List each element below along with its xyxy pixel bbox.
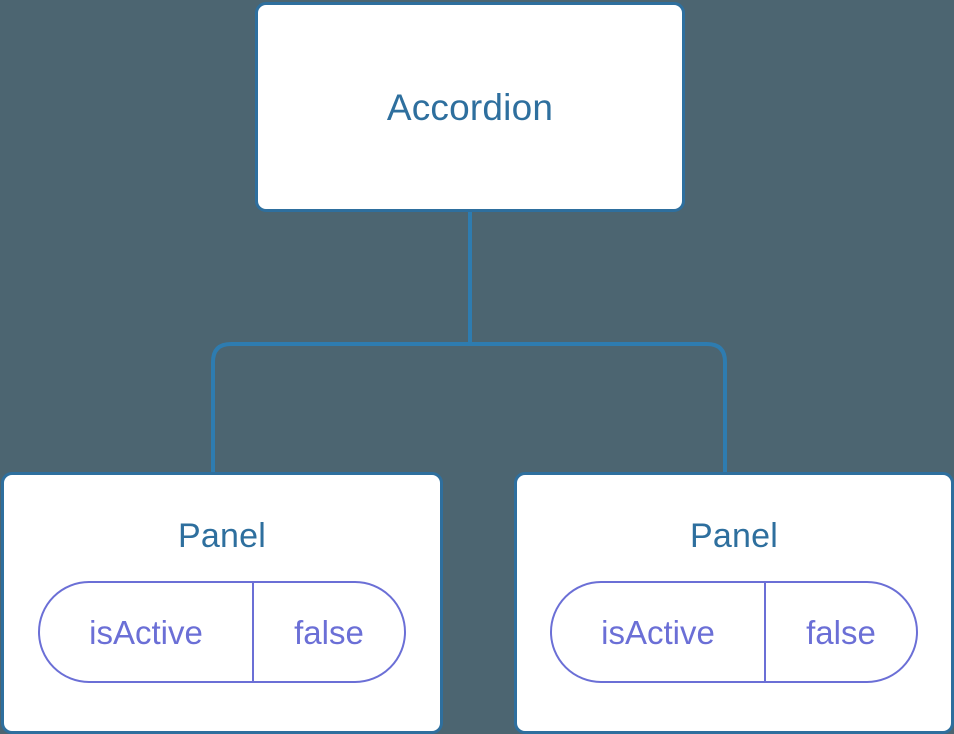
node-panel-right-label: Panel: [690, 517, 778, 555]
prop-key: isActive: [40, 583, 254, 681]
prop-value: false: [806, 613, 876, 651]
node-panel-left-prop-isactive[interactable]: isActive false: [38, 581, 406, 683]
prop-key: isActive: [552, 583, 766, 681]
node-panel-right-prop-isactive[interactable]: isActive false: [550, 581, 918, 683]
edge-accordion-to-panel-left: [211, 342, 470, 476]
node-accordion[interactable]: Accordion: [255, 2, 685, 212]
node-panel-right[interactable]: Panel isActive false: [514, 472, 954, 734]
node-panel-left[interactable]: Panel isActive false: [1, 472, 443, 734]
prop-value: false: [294, 613, 364, 651]
node-panel-left-label: Panel: [178, 517, 266, 555]
edge-accordion-to-panel-right: [470, 342, 727, 476]
node-accordion-label: Accordion: [386, 86, 554, 128]
